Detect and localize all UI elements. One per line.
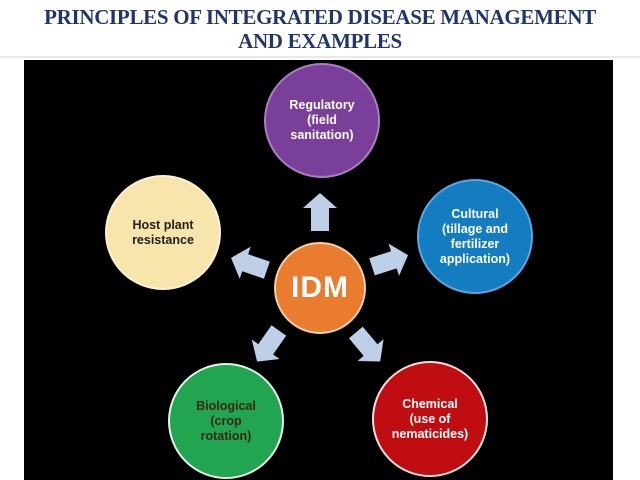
arrow-up-icon xyxy=(303,193,337,231)
arrow-right-icon xyxy=(367,239,414,283)
arrow-down-left-shape xyxy=(251,325,287,362)
slide-title: PRINCIPLES OF INTEGRATED DISEASE MANAGEM… xyxy=(0,5,640,53)
arrow-right-shape xyxy=(369,243,409,276)
slide-title-line-1: PRINCIPLES OF INTEGRATED DISEASE MANAGEM… xyxy=(44,5,596,29)
node-cultural: Cultural (tillage and fertilizer applica… xyxy=(417,179,533,294)
arrow-down-left-icon xyxy=(243,321,293,372)
node-host-plant: Host plant resistance xyxy=(105,175,221,290)
node-host-plant-label: Host plant resistance xyxy=(132,217,194,247)
node-cultural-label: Cultural (tillage and fertilizer applica… xyxy=(439,206,511,266)
node-chemical: Chemical (use of nematicides) xyxy=(372,361,488,477)
node-biological: Biological (crop rotation) xyxy=(168,363,284,479)
node-idm-label: IDM xyxy=(291,271,349,304)
arrow-left-icon xyxy=(226,242,273,287)
slide-title-line-2: AND EXAMPLES xyxy=(238,29,402,53)
title-divider xyxy=(0,56,640,58)
node-idm-center: IDM xyxy=(274,242,366,334)
arrow-down-right-icon xyxy=(343,322,393,373)
arrow-left-shape xyxy=(231,246,270,279)
node-biological-label: Biological (crop rotation) xyxy=(196,398,256,443)
node-regulatory-label: Regulatory (field sanitation) xyxy=(289,98,355,142)
diagram-panel: Regulatory (field sanitation) Cultural (… xyxy=(24,60,613,480)
arrow-down-right-shape xyxy=(348,326,384,362)
node-regulatory: Regulatory (field sanitation) xyxy=(264,63,380,178)
arrow-up-shape xyxy=(303,193,337,231)
node-chemical-label: Chemical (use of nematicides) xyxy=(391,396,469,441)
